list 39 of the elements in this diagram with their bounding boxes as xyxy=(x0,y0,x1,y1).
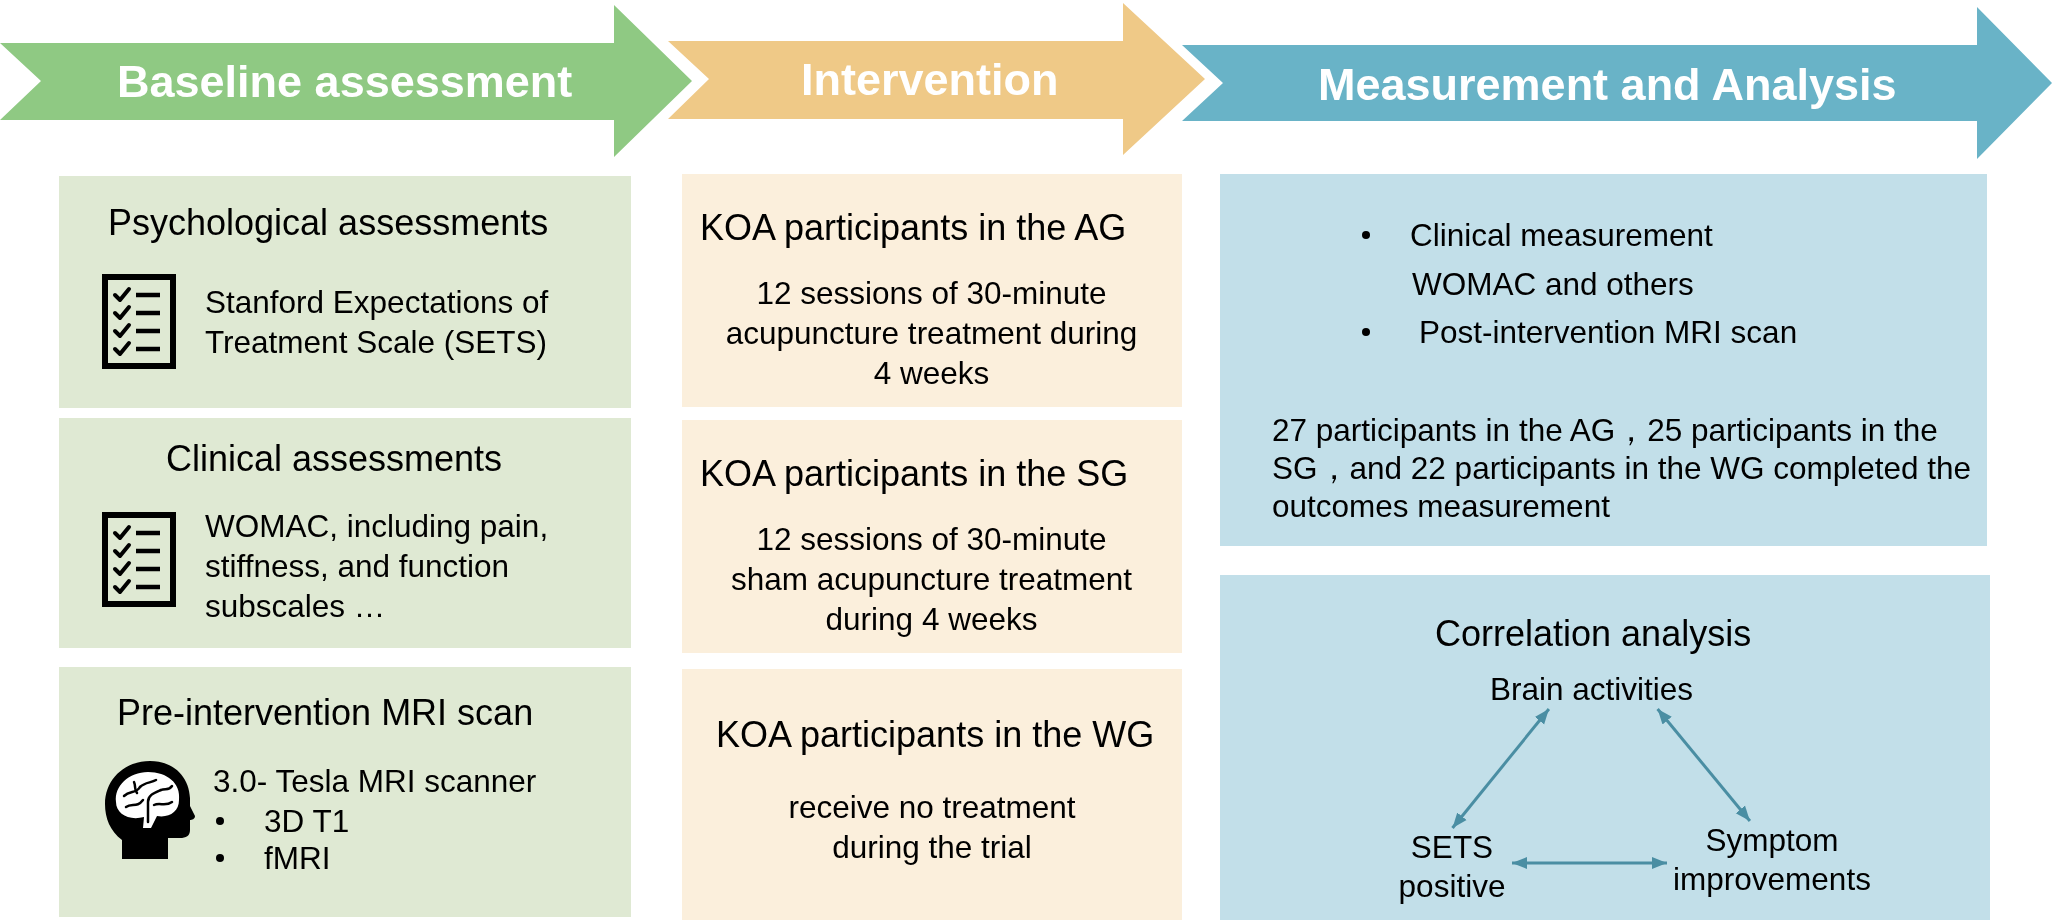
info-panel xyxy=(59,176,631,408)
list-item-text: 3D T1 xyxy=(264,802,350,841)
panel-text: 12 sessions of 30-minute sham acupuncture treatment during 4 weeks xyxy=(730,520,1133,639)
chevron-banner xyxy=(668,3,1205,155)
info-panel xyxy=(59,418,631,648)
banner-title: Baseline assessment xyxy=(117,55,573,109)
banner-title: Measurement and Analysis xyxy=(1318,58,1897,112)
double-arrow xyxy=(1451,708,1551,829)
panel-heading: KOA participants in the SG xyxy=(700,452,1129,496)
double-arrow xyxy=(1656,708,1752,822)
panel-text: 12 sessions of 30-minute acupuncture treatment during 4 weeks xyxy=(724,274,1139,393)
info-panel xyxy=(1220,174,1987,546)
panel-heading: KOA participants in the AG xyxy=(700,206,1127,250)
variable-label: SETS positive xyxy=(1392,828,1512,906)
panel-text: WOMAC and others xyxy=(1412,265,1694,304)
info-panel xyxy=(59,667,631,917)
panel-text: 3.0- Tesla MRI scanner xyxy=(213,762,537,801)
info-panel xyxy=(1220,575,1990,920)
panel-heading: Pre-intervention MRI scan xyxy=(117,691,534,735)
panel-heading: Clinical assessments xyxy=(166,437,503,481)
chevron-banner xyxy=(1182,7,2052,159)
list-item-text: Post-intervention MRI scan xyxy=(1419,313,1798,352)
info-panel xyxy=(682,420,1182,653)
panel-text: 27 participants in the AG，25 participants in the SG，and 22 participants in the WG completed the outcomes measurement xyxy=(1272,411,1972,525)
panel-text: WOMAC, including pain, stiffness, and function subscales … xyxy=(205,507,550,626)
panel-text: Stanford Expectations of Treatment Scale (SETS) xyxy=(205,283,550,362)
variable-label: Symptom improvements xyxy=(1667,821,1877,899)
variable-label: Brain activities xyxy=(1490,669,1694,709)
panel-heading: Correlation analysis xyxy=(1435,612,1752,656)
double-arrow xyxy=(1512,857,1667,869)
panel-heading: KOA participants in the WG xyxy=(716,713,1155,757)
panel-text: receive no treatment during the trial xyxy=(787,788,1077,867)
list-item-text: fMRI xyxy=(264,839,331,878)
chevron-banner xyxy=(0,5,692,157)
panel-heading: Psychological assessments xyxy=(108,201,549,245)
info-panel xyxy=(682,669,1182,920)
banner-title: Intervention xyxy=(801,53,1059,107)
info-panel xyxy=(682,174,1182,407)
list-item-text: Clinical measurement xyxy=(1410,216,1713,255)
